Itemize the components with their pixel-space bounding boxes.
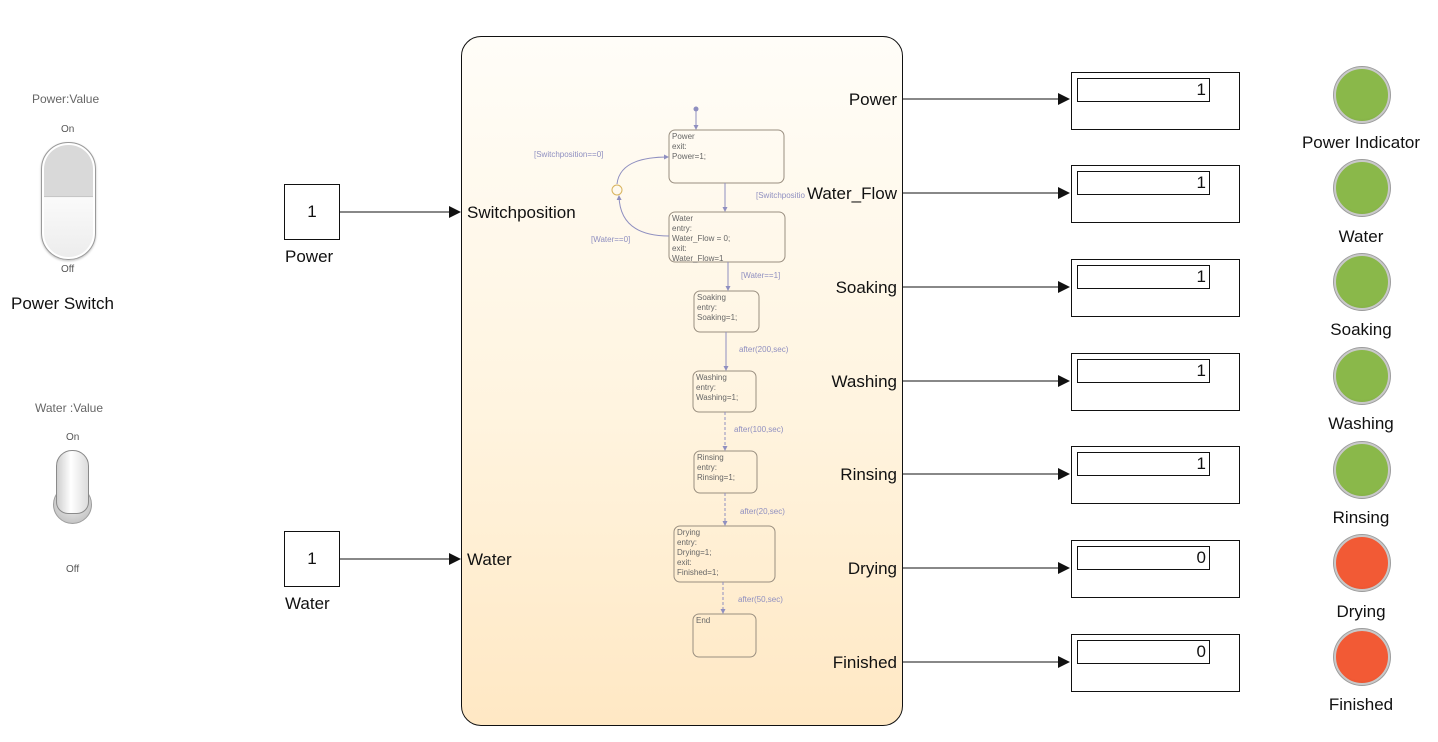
display-block-water-flow[interactable]: 1 xyxy=(1071,165,1240,223)
lamp-water[interactable] xyxy=(1334,160,1390,216)
state-rinsing-text: Rinsing entry: Rinsing=1; xyxy=(697,453,735,483)
lamp-finished[interactable] xyxy=(1334,629,1390,685)
state-line: Drying xyxy=(677,528,701,537)
chart-input-water: Water xyxy=(467,550,512,569)
chart-output-power: Power xyxy=(848,90,897,109)
chart-input-switchposition: Switchposition xyxy=(467,203,576,222)
lamp-drying[interactable] xyxy=(1334,535,1390,591)
state-line: entry: xyxy=(696,383,717,392)
display-value: 1 xyxy=(1077,452,1210,476)
state-line: Washing xyxy=(696,373,727,382)
display-value: 1 xyxy=(1077,359,1210,383)
display-block-washing[interactable]: 1 xyxy=(1071,353,1240,411)
state-line: Washing=1; xyxy=(696,393,739,402)
state-line: Power xyxy=(672,132,695,141)
state-line: entry: xyxy=(672,224,693,233)
transition-label: after(100,sec) xyxy=(734,425,784,434)
lamp-power-indicator[interactable] xyxy=(1334,67,1390,123)
state-line: Soaking=1; xyxy=(697,313,738,322)
state-line: entry: xyxy=(697,463,718,472)
power-switch-header: Power:Value xyxy=(32,92,100,106)
transition-label: [Switchposition==0] xyxy=(534,150,604,159)
state-soaking-text: Soaking entry: Soaking=1; xyxy=(697,293,737,323)
state-line: Water_Flow=1 xyxy=(672,254,724,263)
state-washing-text: Washing entry: Washing=1; xyxy=(696,373,738,403)
lamp-label: Washing xyxy=(1328,414,1394,433)
display-block-finished[interactable]: 0 xyxy=(1071,634,1240,692)
state-line: Drying=1; xyxy=(677,548,712,557)
state-line: exit: xyxy=(677,558,692,567)
lamp-soaking[interactable] xyxy=(1334,254,1390,310)
state-line: exit: xyxy=(672,142,687,151)
transition-label: [Switchpositio xyxy=(756,191,805,200)
state-line: Soaking xyxy=(697,293,726,302)
state-end-box xyxy=(692,613,757,658)
state-line: Water_Flow = 0; xyxy=(672,234,731,243)
state-power-box xyxy=(668,129,785,184)
chart-output-finished: Finished xyxy=(832,653,897,672)
lamp-label: Finished xyxy=(1328,695,1394,714)
chart-output-drying: Drying xyxy=(847,559,897,578)
state-line: Finished=1; xyxy=(677,568,719,577)
transition-label: after(200,sec) xyxy=(739,345,789,354)
display-block-soaking[interactable]: 1 xyxy=(1071,259,1240,317)
state-line: Power=1; xyxy=(672,152,707,161)
display-block-power[interactable]: 1 xyxy=(1071,72,1240,130)
lamp-label: Water xyxy=(1338,227,1384,246)
state-line: Rinsing=1; xyxy=(697,473,736,482)
power-toggle-switch[interactable] xyxy=(41,142,96,260)
lamp-label: Drying xyxy=(1336,602,1386,621)
state-water-text: Water entry: Water_Flow = 0; exit: Water… xyxy=(672,214,730,264)
state-line: entry: xyxy=(677,538,698,547)
state-line: entry: xyxy=(697,303,718,312)
transition-label: after(50,sec) xyxy=(738,595,783,604)
chart-output-soaking: Soaking xyxy=(835,278,897,297)
display-block-drying[interactable]: 0 xyxy=(1071,540,1240,598)
display-value: 1 xyxy=(1077,78,1210,102)
water-constant-name: Water xyxy=(285,594,330,613)
water-constant-value: 1 xyxy=(307,549,317,568)
water-switch-off-label: Off xyxy=(66,564,80,575)
lamp-rinsing[interactable] xyxy=(1334,442,1390,498)
chart-output-washing: Washing xyxy=(831,372,897,391)
default-transition-dot xyxy=(693,106,699,112)
water-switch-on-label: On xyxy=(66,432,80,443)
power-constant-name: Power xyxy=(285,247,334,266)
state-line: exit: xyxy=(672,244,687,253)
water-constant-block[interactable]: 1 xyxy=(284,531,340,587)
junction-circle xyxy=(611,184,623,196)
state-power-text: Power exit: Power=1; xyxy=(672,132,706,162)
lamp-washing[interactable] xyxy=(1334,348,1390,404)
lamp-label: Power Indicator xyxy=(1301,133,1421,152)
display-value: 1 xyxy=(1077,265,1210,289)
chart-output-rinsing: Rinsing xyxy=(840,465,897,484)
display-value: 1 xyxy=(1077,171,1210,195)
stateflow-chart-block[interactable] xyxy=(461,36,903,726)
state-line: Rinsing xyxy=(697,453,724,462)
state-water-box xyxy=(668,211,786,263)
display-value: 0 xyxy=(1077,640,1210,664)
power-switch-off-label: Off xyxy=(61,264,75,275)
display-value: 0 xyxy=(1077,546,1210,570)
state-line: Water xyxy=(672,214,694,223)
power-switch-name: Power Switch xyxy=(11,294,114,313)
state-line: End xyxy=(696,616,711,625)
water-lever-switch[interactable] xyxy=(56,450,89,514)
water-switch-header: Water :Value xyxy=(35,401,104,415)
chart-output-water-flow: Water_Flow xyxy=(806,184,897,203)
power-switch-on-label: On xyxy=(61,124,75,135)
lamp-label: Rinsing xyxy=(1332,508,1390,527)
transition-label: [Water==0] xyxy=(591,235,631,244)
power-constant-block[interactable]: 1 xyxy=(284,184,340,240)
state-drying-box xyxy=(673,525,776,583)
display-block-rinsing[interactable]: 1 xyxy=(1071,446,1240,504)
power-constant-value: 1 xyxy=(307,202,317,221)
lamp-label: Soaking xyxy=(1330,320,1392,339)
transition-label: [Water==1] xyxy=(741,271,781,280)
state-drying-text: Drying entry: Drying=1; exit: Finished=1… xyxy=(677,528,719,578)
transition-label: after(20,sec) xyxy=(740,507,785,516)
state-end-text: End xyxy=(696,616,710,626)
